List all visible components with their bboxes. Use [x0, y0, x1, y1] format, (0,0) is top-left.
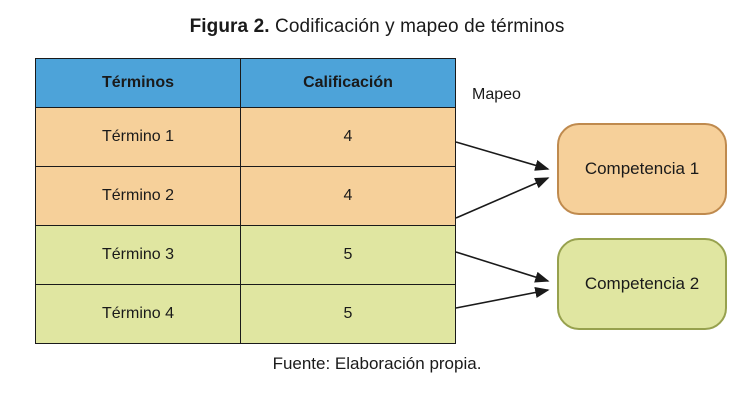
figure-title: Figura 2. Codificación y mapeo de términ…	[0, 16, 754, 38]
table-row: Término 4 5	[35, 284, 456, 344]
figure-caption: Fuente: Elaboración propia.	[272, 354, 482, 373]
term-cell: Término 2	[35, 166, 241, 226]
term-cell: Término 3	[35, 225, 241, 285]
table-row: Término 2 4	[35, 166, 456, 226]
terms-table: Términos Calificación Término 1 4 Términ…	[35, 58, 456, 344]
arrow-term1-to-competencia1	[455, 141, 550, 171]
competencia-2-label: Competencia 2	[584, 274, 700, 293]
competencia-1-label: Competencia 1	[584, 159, 700, 178]
arrow-term3-to-competencia2	[455, 251, 550, 283]
score-cell: 4	[240, 107, 456, 167]
term-cell: Término 1	[35, 107, 241, 167]
table-row: Término 1 4	[35, 107, 456, 167]
mapeo-label: Mapeo	[472, 86, 521, 103]
figure-title-number: Figura 2.	[189, 16, 270, 37]
table-row: Término 3 5	[35, 225, 456, 285]
column-header-calificacion: Calificación	[240, 58, 456, 108]
arrow-term2-to-competencia1	[455, 177, 550, 219]
competencia-1-box: Competencia 1	[557, 123, 727, 215]
column-header-terminos: Términos	[35, 58, 241, 108]
competencia-2-box: Competencia 2	[557, 238, 727, 330]
score-cell: 5	[240, 225, 456, 285]
term-cell: Término 4	[35, 284, 241, 344]
arrow-term4-to-competencia2	[455, 286, 550, 309]
figure-title-text: Codificación y mapeo de términos	[269, 16, 565, 37]
score-cell: 4	[240, 166, 456, 226]
score-cell: 5	[240, 284, 456, 344]
table-header-row: Términos Calificación	[35, 58, 456, 108]
